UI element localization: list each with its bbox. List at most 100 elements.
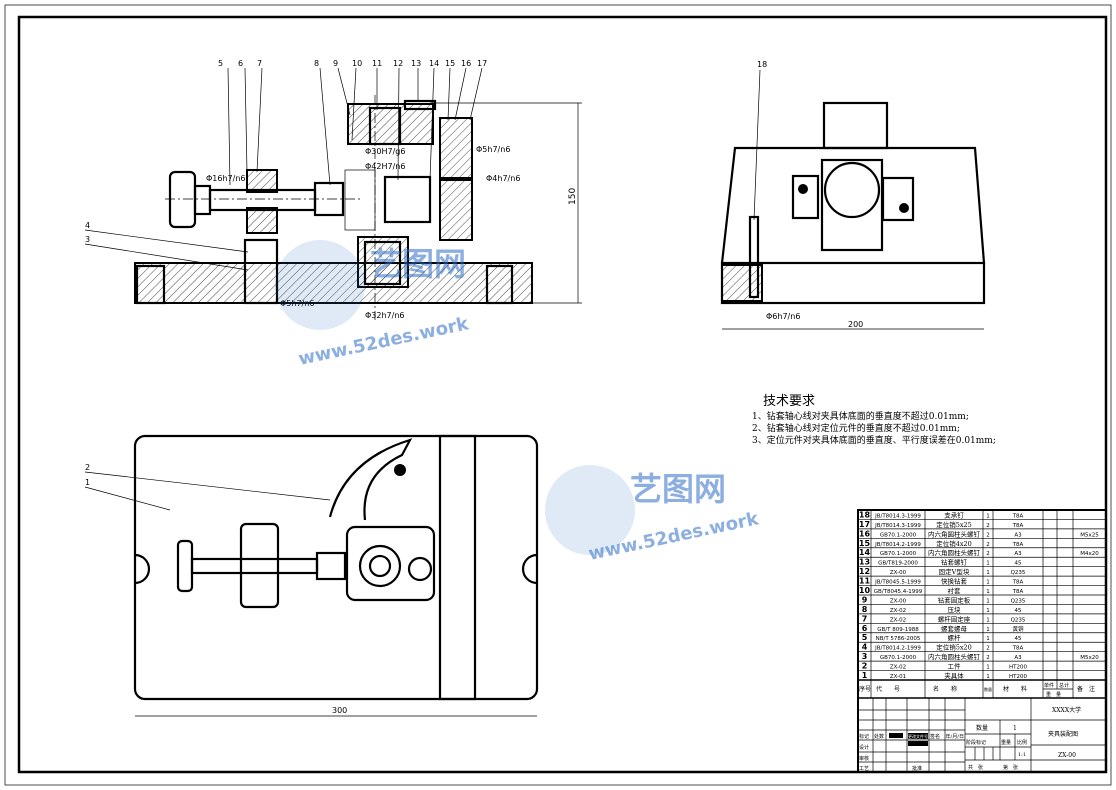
dim-d6: Φ6h7/n6 [766,312,800,321]
scale-label: 比例 [1017,739,1027,746]
row-material: T8A [1012,523,1024,529]
row-qty: 2 [986,551,990,557]
part-label-13: 13 [411,59,421,68]
watermark-logo-text: 艺图网 [370,245,466,283]
row-code: GB70.1-2000 [880,551,917,557]
row-qty: 1 [986,513,990,519]
row-name: 衬套 [948,586,962,595]
row-code: GB70.1-2000 [880,532,917,538]
dim-d32: Φ32h7/n6 [365,311,405,320]
tech-req-title: 技术要求 [763,394,815,409]
part-label-11: 11 [372,59,382,68]
sheet-trim-border [4,4,1112,786]
row-material: T8A [1012,513,1024,519]
part-label-6: 6 [238,59,243,68]
row-material: A3 [1014,655,1022,661]
part-label-10: 10 [352,59,362,68]
part-label-14: 14 [429,59,439,68]
row-qty: 1 [986,627,990,633]
front-view: 150 Φ16h7/n6 Φ30H7/g6 Φ42H7/n6 Φ5h7/n6 Φ… [84,59,582,320]
part-label-9: 9 [333,59,338,68]
weight-label: 重量 [1001,739,1011,746]
tech-req-item-1: 1、钻套轴心线对夹具体底面的垂直度不超过0.01mm; [752,410,969,422]
mark-label: 标记 [859,733,869,740]
check-label: 审核 [859,755,869,762]
row-code: JB/T8014.3-1999 [874,513,921,519]
row-name: 定位销5x20 [936,643,972,652]
watermark: 艺图网 www.52des.work 艺图网 www.52des.work [275,240,761,565]
side-view: 18 Φ6h7/n6 200 [720,60,986,330]
header-total: 总计 [1059,682,1069,689]
row-material: T8A [1012,580,1024,586]
row-name: 快换钻套 [941,577,968,586]
row-qty: 2 [986,523,990,529]
row-material: 黄铜 [1012,625,1024,633]
row-no: 17 [859,520,870,529]
row-material: Q235 [1011,617,1026,623]
row-no: 2 [862,662,868,671]
watermark-logo-text-2: 艺图网 [630,470,726,508]
row-material: HT200 [1009,665,1027,671]
row-name: 定位销5x25 [936,520,972,529]
table-row: 6 GB/T 809-1988 螺套螺母 1 黄铜 [858,624,1106,634]
qty-label: 数量 [976,724,988,732]
row-code: NB/T 5786-2005 [876,636,921,642]
row-name: 螺套螺母 [941,624,968,633]
dim-height-150: 150 [568,188,578,205]
row-no: 9 [862,595,868,604]
dim-d30: Φ30H7/g6 [365,147,405,156]
row-qty: 2 [986,532,990,538]
row-remark: M5x20 [1080,655,1099,661]
row-material: A3 [1014,551,1022,557]
row-qty: 1 [986,598,990,604]
part-label-7: 7 [257,59,262,68]
row-no: 11 [859,577,871,586]
file-label: 更改文件号 [908,733,928,739]
header-qty: 数量 [984,686,992,692]
row-code: GB/T 809-1988 [877,627,919,633]
part-label-8: 8 [314,59,319,68]
row-code: GB70.1-2000 [880,655,917,661]
row-qty: 1 [986,561,990,567]
row-remark: M4x20 [1080,551,1099,557]
row-qty: 1 [986,636,990,642]
row-name: 螺杆 [948,633,962,642]
row-code: GB/T819-2000 [878,561,918,567]
date-label: 年/月/日 [946,733,965,740]
dim-width-300: 300 [332,706,347,715]
row-code: JB/T8014.2-1999 [874,542,921,548]
row-material: A3 [1014,532,1022,538]
row-qty: 2 [986,655,990,661]
row-no: 7 [862,614,868,623]
header-name: 名 称 [933,685,957,693]
row-no: 6 [862,624,868,633]
row-no: 3 [862,652,868,661]
school-name: XXXX大学 [1052,706,1081,714]
approve-label: 批准 [912,765,922,772]
row-no: 8 [862,605,868,614]
part-label-3: 3 [85,235,90,244]
row-no: 1 [862,671,868,680]
sheets-total: 共 张 [968,764,983,771]
row-material: T8A [1012,542,1024,548]
tech-req-item-2: 2、钻套轴心线对定位元件的垂直度不超过0.01mm; [752,422,960,434]
row-name: 钻套固定板 [938,595,971,604]
part-label-15: 15 [445,59,455,68]
part-label-17: 17 [477,59,487,68]
row-no: 15 [859,539,871,548]
row-material: T8A [1012,646,1024,652]
row-material: Q235 [1011,570,1026,576]
row-material: T8A [1012,589,1024,595]
parts-list-header: 序号 代 号 名 称 数量 材 料 单件 总计 重 量 备 注 [858,679,1106,699]
